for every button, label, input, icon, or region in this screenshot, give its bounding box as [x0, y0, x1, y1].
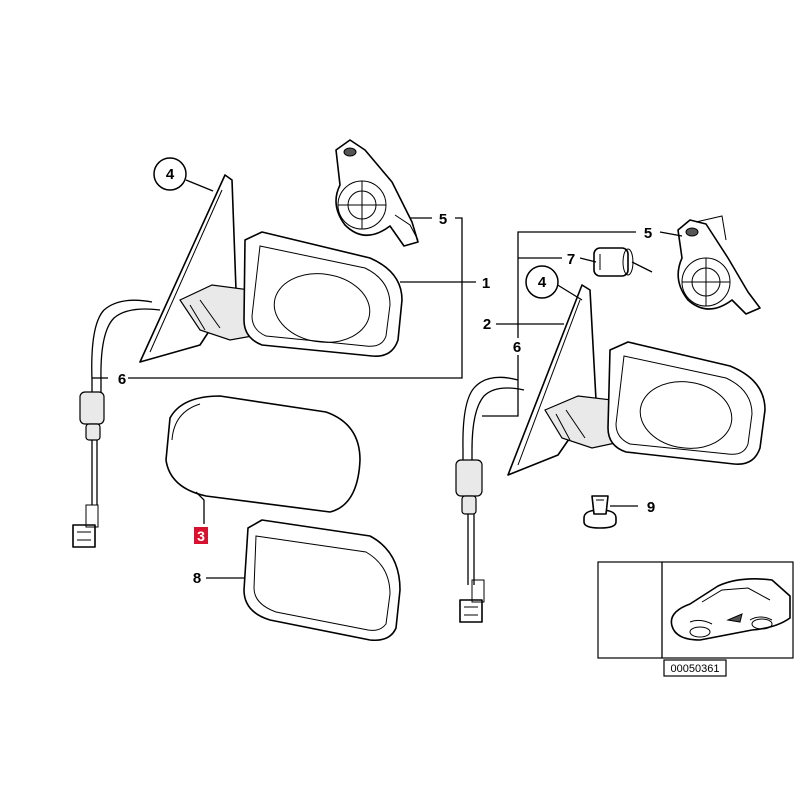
clip [583, 495, 617, 529]
callout-labels: 4 5 1 6 3 8 5 7 4 2 6 9 4 [118, 157, 655, 634]
label-1: 1 [482, 275, 490, 292]
left-mirror-assembly [72, 174, 403, 548]
label-5-right: 5 [644, 225, 652, 242]
label-7: 7 [567, 251, 575, 268]
label-6-left: 6 [118, 371, 126, 388]
right-mirror-motor [677, 215, 761, 315]
mirror-glass [165, 395, 361, 513]
left-mirror-motor [335, 139, 419, 247]
vehicle-reference-inset: 00050361 [597, 561, 794, 677]
label-5-left: 5 [439, 211, 447, 228]
label-3: 3 [197, 528, 205, 544]
label-2: 2 [483, 316, 491, 333]
highlighted-part-badge [194, 527, 208, 544]
leader-lines [92, 179, 683, 625]
label-4-right: 4 [538, 274, 547, 291]
label-4-left: 4 [166, 166, 175, 183]
right-mirror-assembly [455, 284, 766, 623]
actuator-motor [593, 247, 653, 277]
reference-number: 00050361 [671, 663, 720, 675]
label-8: 8 [193, 570, 201, 587]
mirror-frame [243, 519, 401, 642]
label-6-right: 6 [513, 339, 521, 356]
label-9: 9 [647, 499, 655, 516]
